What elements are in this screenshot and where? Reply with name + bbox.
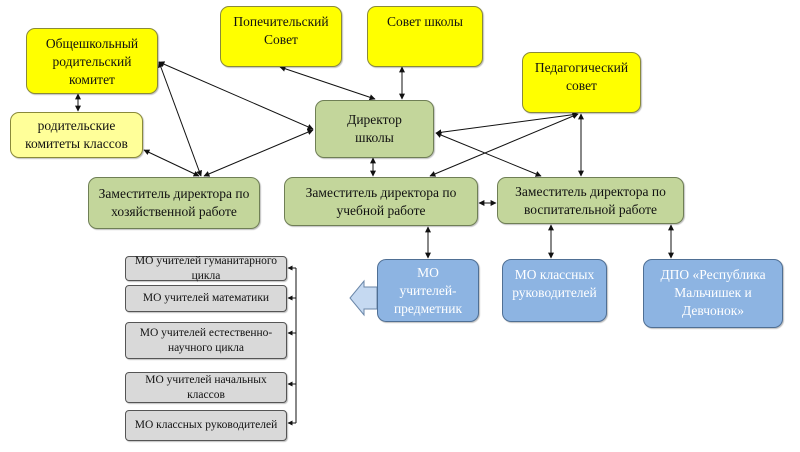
block-arrow-left (349, 279, 378, 317)
mo-item: МО учителей математики (125, 285, 287, 312)
node-mo-subject: МО учителей-предметников (377, 259, 479, 334)
link (435, 132, 542, 177)
node-director: Директор школы (315, 100, 434, 158)
node-mo-class: МО классных руководителей (502, 259, 607, 322)
link (203, 129, 314, 177)
node-ped-council: Педагогический совет (522, 52, 641, 113)
link (279, 65, 376, 101)
node-board-trustees: Попечительский Совет (220, 6, 342, 67)
link (429, 113, 579, 177)
node-school-council: Совет школы (367, 6, 483, 67)
mo-item: МО учителей начальных классов (125, 372, 287, 403)
mo-item: МО классных руководителей (125, 410, 287, 441)
node-deputy-upbr: Заместитель директора по воспитательной … (497, 177, 684, 224)
node-deputy-econ: Заместитель директора по хозяйственной р… (88, 177, 260, 229)
node-dpo: ДПО «Республика Мальчишек и Девчонок» (643, 259, 783, 328)
link (143, 149, 200, 177)
link (158, 61, 202, 177)
link (435, 111, 579, 136)
mo-item: МО учителей гуманитарного цикла (125, 255, 287, 282)
mo-item: МО учителей естественно-научного цикла (125, 322, 287, 359)
link (158, 61, 314, 130)
node-class-committees: родительские комитеты классов (10, 112, 143, 158)
node-deputy-edu: Заместитель директора по учебной работе (284, 177, 478, 226)
node-parent-committee: Общешкольный родительский комитет (26, 28, 158, 94)
